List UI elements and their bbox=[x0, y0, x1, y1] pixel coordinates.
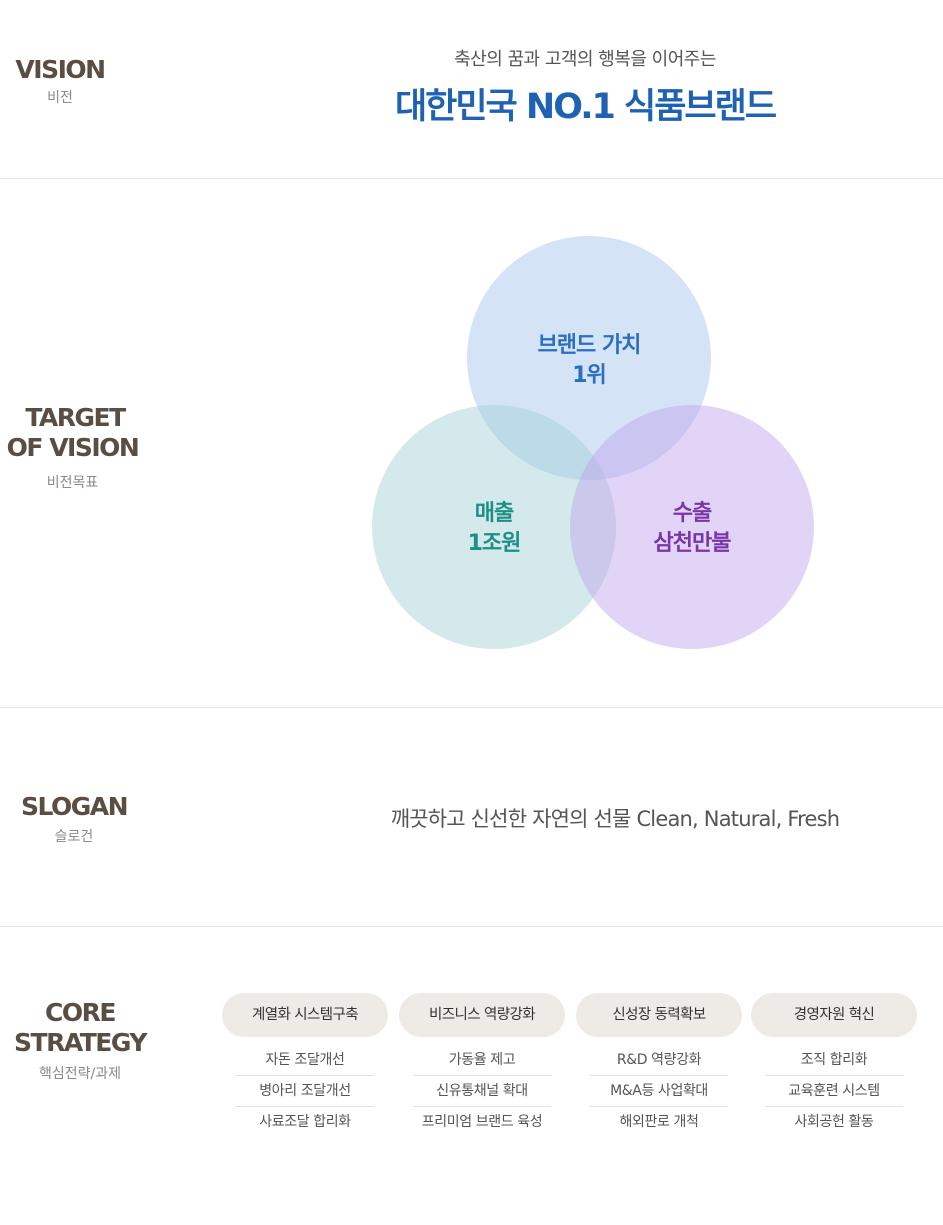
export-line1: 수출 bbox=[672, 501, 712, 526]
core-label-en-line2: STRATEGY bbox=[14, 1028, 147, 1057]
target-label-ko: 비전목표 bbox=[46, 475, 99, 491]
strategy-item: 병아리 조달개선 bbox=[236, 1076, 374, 1107]
sales-text: 매출 1조원 bbox=[394, 499, 594, 559]
slogan-section: SLOGAN 슬로건 bbox=[0, 708, 943, 926]
brand-value-text: 브랜드 가치 1위 bbox=[489, 331, 689, 391]
target-label-en-line2: OF VISION bbox=[6, 433, 140, 462]
strategy-item: 프리미엄 브랜드 육성 bbox=[421, 1114, 543, 1130]
core-label-ko: 핵심전략/과제 bbox=[39, 1066, 121, 1082]
slogan-label-ko: 슬로건 bbox=[54, 829, 94, 845]
slogan-text: 깨끗하고 신선한 자연의 선물 Clean, Natural, Fresh bbox=[390, 807, 840, 831]
vision-title: 대한민국 NO.1 식품브랜드 bbox=[394, 87, 777, 127]
strategy-item: 교육훈련 시스템 bbox=[765, 1076, 903, 1107]
core-label-en-line1: CORE bbox=[45, 998, 116, 1027]
vision-section: VISION 비전 축산의 꿈과 고객의 행복을 이어주는 대한민국 NO.1 … bbox=[0, 0, 943, 178]
strategy-column: 비즈니스 역량강화 가동율 제고 신유통채널 확대 프리미엄 브랜드 육성 bbox=[399, 993, 565, 1137]
strategy-item: 자돈 조달개선 bbox=[236, 1045, 374, 1076]
divider bbox=[0, 926, 943, 927]
strategy-item: M&A등 사업확대 bbox=[590, 1076, 728, 1107]
strategy-item: 해외판로 개척 bbox=[619, 1114, 699, 1130]
strategy-item: 사회공헌 활동 bbox=[794, 1114, 874, 1130]
strategy-items: 자돈 조달개선 병아리 조달개선 사료조달 합리화 bbox=[222, 1045, 388, 1137]
vision-label-ko: 비전 bbox=[47, 90, 73, 106]
export-line2: 삼천만불 bbox=[653, 531, 732, 556]
strategy-items: 가동율 제고 신유통채널 확대 프리미엄 브랜드 육성 bbox=[399, 1045, 565, 1137]
strategy-title: 신성장 동력확보 bbox=[576, 993, 742, 1037]
vision-label-en: VISION bbox=[15, 55, 106, 84]
strategy-item: 조직 합리화 bbox=[765, 1045, 903, 1076]
strategy-items: 조직 합리화 교육훈련 시스템 사회공헌 활동 bbox=[751, 1045, 917, 1137]
export-text: 수출 삼천만불 bbox=[592, 499, 792, 559]
slogan-label-en: SLOGAN bbox=[20, 792, 129, 821]
circle-sales bbox=[372, 405, 616, 649]
strategy-item: 신유통채널 확대 bbox=[413, 1076, 551, 1107]
sales-line2: 1조원 bbox=[467, 531, 522, 556]
divider bbox=[0, 178, 943, 179]
strategy-column: 계열화 시스템구축 자돈 조달개선 병아리 조달개선 사료조달 합리화 bbox=[222, 993, 388, 1137]
target-label-en-line1: TARGET bbox=[25, 403, 126, 432]
strategy-column: 신성장 동력확보 R&D 역량강화 M&A등 사업확대 해외판로 개척 bbox=[576, 993, 742, 1137]
strategy-title: 경영자원 혁신 bbox=[751, 993, 917, 1037]
sales-line1: 매출 bbox=[474, 501, 514, 526]
strategy-item: 사료조달 합리화 bbox=[259, 1114, 351, 1130]
strategy-title: 비즈니스 역량강화 bbox=[399, 993, 565, 1037]
brand-value-line2: 1위 bbox=[572, 363, 607, 388]
brand-value-line1: 브랜드 가치 bbox=[537, 333, 642, 358]
strategy-item: 가동율 제고 bbox=[413, 1045, 551, 1076]
vision-subtitle: 축산의 꿈과 고객의 행복을 이어주는 bbox=[454, 49, 716, 70]
circle-export bbox=[570, 405, 814, 649]
circle-brand-value bbox=[467, 236, 711, 480]
strategy-column: 경영자원 혁신 조직 합리화 교육훈련 시스템 사회공헌 활동 bbox=[751, 993, 917, 1137]
divider bbox=[0, 707, 943, 708]
strategy-title: 계열화 시스템구축 bbox=[222, 993, 388, 1037]
target-section: TARGET OF VISION 비전목표 브랜드 가치 1위 매출 1조원 수… bbox=[0, 179, 943, 707]
strategy-items: R&D 역량강화 M&A등 사업확대 해외판로 개척 bbox=[576, 1045, 742, 1137]
strategy-item: R&D 역량강화 bbox=[590, 1045, 728, 1076]
